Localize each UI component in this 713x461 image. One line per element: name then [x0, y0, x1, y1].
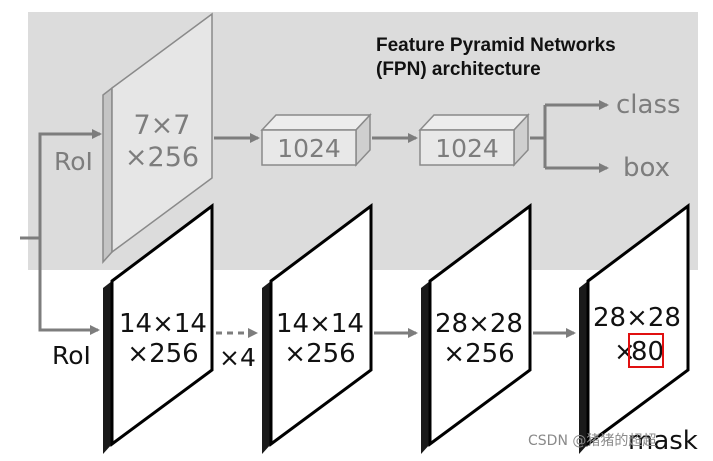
output-channels-highlight-box — [628, 333, 664, 368]
box-roi-label: RoI — [54, 147, 93, 176]
watermark: CSDN @猪猪的超超 — [528, 433, 657, 449]
conv1-size: 14×14 — [119, 309, 207, 339]
output-channels-prefix: × — [614, 337, 636, 367]
box-roi-feature-slab — [102, 12, 213, 264]
box-roi-arrow — [38, 129, 102, 238]
fc2-box — [418, 113, 530, 167]
output-size: 28×28 — [593, 303, 681, 333]
mask-roi-label: RoI — [52, 341, 91, 370]
mask-output-label: mask — [628, 426, 698, 456]
diagram-title: Feature Pyramid Networks (FPN) architect… — [376, 35, 616, 80]
mask-conv2-slab — [262, 203, 373, 454]
mask-roi-arrow — [38, 238, 100, 335]
class-output-label: class — [616, 90, 681, 120]
deconv-size: 28×28 — [435, 309, 523, 339]
fc1-label: 1024 — [277, 134, 341, 163]
mask-output-slab — [579, 203, 690, 454]
mask-deconv-slab — [421, 203, 532, 454]
box-output-label: box — [623, 153, 670, 183]
fc1-box — [260, 113, 372, 167]
conv2-channels: ×256 — [284, 339, 355, 369]
deconv-channels: ×256 — [443, 339, 514, 369]
fc2-label: 1024 — [435, 134, 499, 163]
conv2-size: 14×14 — [276, 309, 364, 339]
mask-repeat-label: ×4 — [219, 343, 256, 372]
conv1-channels: ×256 — [127, 339, 198, 369]
box-feature-size: 7×7 — [134, 110, 191, 141]
mask-conv1-slab — [103, 203, 214, 454]
output-channels-value: 80 — [631, 337, 664, 367]
box-feature-channels: ×256 — [125, 142, 199, 173]
